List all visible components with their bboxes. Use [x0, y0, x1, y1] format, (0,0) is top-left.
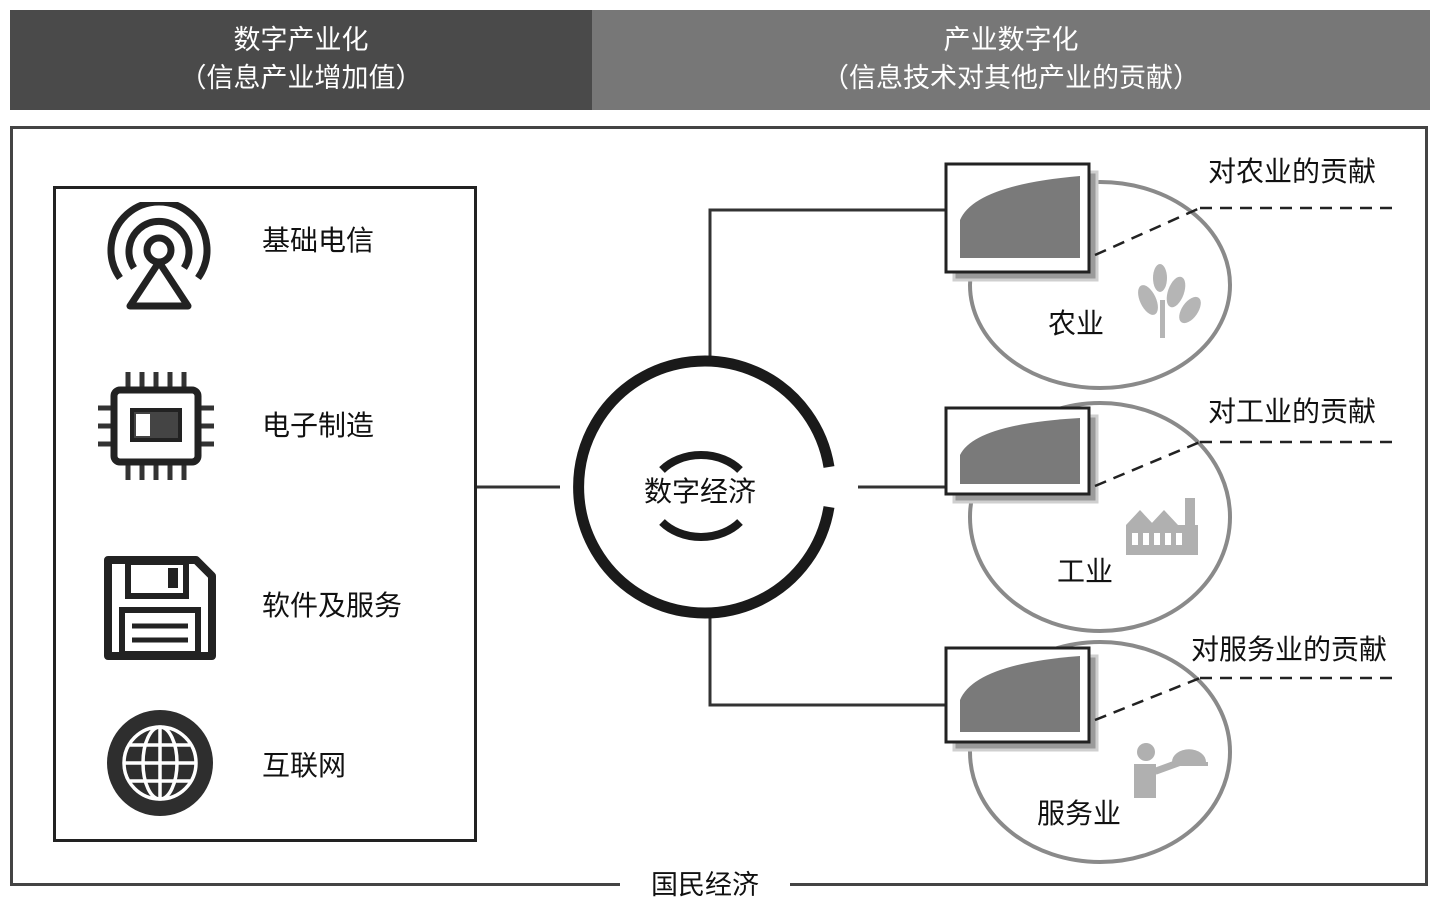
- antenna-icon: [107, 202, 211, 310]
- sector-service-graphic: [944, 640, 1395, 864]
- ring-inner-arc-bottom: [659, 519, 743, 541]
- contribution-label-agriculture: 对农业的贡献: [1208, 155, 1377, 188]
- digital-economy-label: 数字经济: [643, 475, 756, 508]
- national-economy-label: 国民经济: [620, 866, 790, 906]
- industry-label-telecom: 基础电信: [262, 224, 375, 257]
- header-right-title: 产业数字化: [943, 25, 1079, 56]
- contribution-quarter: [960, 176, 1080, 258]
- header-left-subtitle: （信息产业增加值）: [179, 63, 423, 94]
- header-digital-industrialization: 数字产业化 （信息产业增加值）: [10, 10, 592, 110]
- ring-inner-arc-top: [659, 451, 743, 473]
- wheat-icon: [1138, 264, 1201, 338]
- factory-icon: [1126, 498, 1198, 555]
- sector-name-industry: 工业: [1057, 555, 1114, 588]
- connector-line: [708, 208, 946, 362]
- contribution-label-industry: 对工业的贡献: [1208, 395, 1377, 428]
- globe-icon: [107, 710, 213, 816]
- contribution-label-service: 对服务业的贡献: [1191, 633, 1388, 666]
- contribution-quarter: [960, 418, 1080, 484]
- industry-label-software: 软件及服务: [262, 589, 403, 622]
- header-left-title: 数字产业化: [233, 25, 369, 56]
- sector-agriculture-graphic: [944, 162, 1395, 390]
- contribution-quarter: [960, 656, 1080, 732]
- sector-name-agriculture: 农业: [1048, 307, 1105, 340]
- digital-economy-ring: [573, 355, 835, 619]
- industry-label-internet: 互联网: [262, 749, 347, 782]
- chip-icon: [98, 372, 214, 480]
- header-right-subtitle: （信息技术对其他产业的贡献）: [822, 63, 1200, 94]
- sector-industry-graphic: [944, 401, 1395, 633]
- industry-label-electronics: 电子制造: [262, 409, 375, 442]
- header-industrial-digitalization: 产业数字化 （信息技术对其他产业的贡献）: [592, 10, 1430, 110]
- waiter-icon: [1134, 743, 1208, 798]
- floppy-disk-icon: [104, 556, 216, 660]
- connector-line: [708, 618, 946, 707]
- sector-name-service: 服务业: [1037, 797, 1122, 830]
